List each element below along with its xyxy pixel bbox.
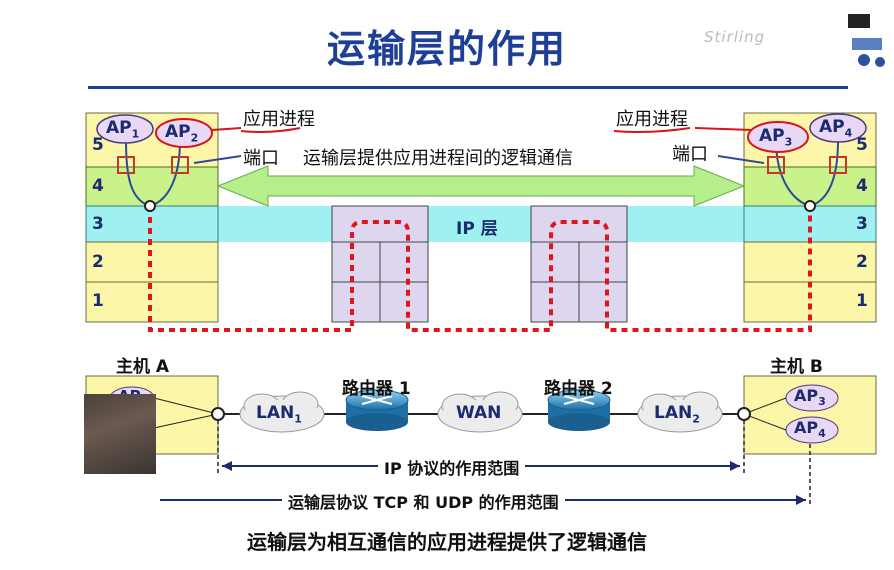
device-icon (848, 14, 885, 67)
layer-number-left: 5 (92, 135, 104, 155)
right-process-label: 应用进程 (616, 109, 688, 130)
lan1-cloud-icon (239, 391, 325, 433)
lan1-label: LAN1 (256, 403, 302, 426)
transport-note: 运输层提供应用进程间的逻辑通信 (303, 148, 573, 169)
process-ap1: AP1 (106, 118, 140, 141)
port-box (171, 156, 189, 174)
footer-caption: 运输层为相互通信的应用进程提供了逻辑通信 (247, 530, 647, 554)
layer-number-left: 1 (92, 291, 104, 311)
right-socket (804, 200, 816, 212)
layer-number-right: 3 (856, 214, 868, 234)
ip-layer-label: IP 层 (456, 219, 498, 239)
left-process-label: 应用进程 (243, 109, 315, 130)
router-1-label: 路由器 1 (342, 379, 411, 399)
layer-number-right: 2 (856, 252, 868, 272)
wan-label: WAN (456, 403, 502, 423)
ip-layer-band (218, 206, 744, 242)
router-1-icon (345, 389, 409, 431)
host-b-label: 主机 B (770, 357, 823, 377)
title-underline (88, 86, 848, 89)
webcam-overlay (84, 394, 156, 474)
layer-number-left: 4 (92, 176, 104, 196)
transport-scope-label: 运输层协议 TCP 和 UDP 的作用范围 (282, 489, 565, 513)
router-2-icon (547, 389, 611, 431)
layer-number-right: 5 (856, 135, 868, 155)
host-a-label: 主机 A (116, 357, 170, 377)
logical-communication-arrow (216, 165, 746, 207)
host-b-ap4: AP4 (794, 418, 826, 441)
lan2-cloud-icon (637, 391, 723, 433)
port-box (117, 156, 135, 174)
process-ap4: AP4 (819, 117, 853, 140)
wan-cloud-icon (437, 391, 523, 433)
host-a-socket (211, 407, 225, 421)
layer-number-right: 1 (856, 291, 868, 311)
layer-number-right: 4 (856, 176, 868, 196)
page-title: 运输层的作用 (326, 27, 567, 71)
right-port-label: 端口 (672, 144, 708, 165)
port-box (829, 156, 847, 174)
host-b-socket (737, 407, 751, 421)
ip-scope-label: IP 协议的作用范围 (378, 455, 526, 479)
router-box-1 (331, 205, 429, 323)
brand-watermark: Stirling (704, 28, 766, 46)
left-port-label: 端口 (243, 148, 279, 169)
router-2-label: 路由器 2 (544, 379, 613, 399)
router-box-2 (530, 205, 628, 323)
layer-number-left: 2 (92, 252, 104, 272)
process-ap3: AP3 (759, 126, 793, 149)
logical-path (148, 206, 812, 332)
host-b-ap3: AP3 (794, 386, 826, 409)
layer-number-left: 3 (92, 214, 104, 234)
left-socket (144, 200, 156, 212)
lan2-label: LAN2 (654, 403, 700, 426)
process-ap2: AP2 (165, 122, 199, 145)
port-box (767, 156, 785, 174)
